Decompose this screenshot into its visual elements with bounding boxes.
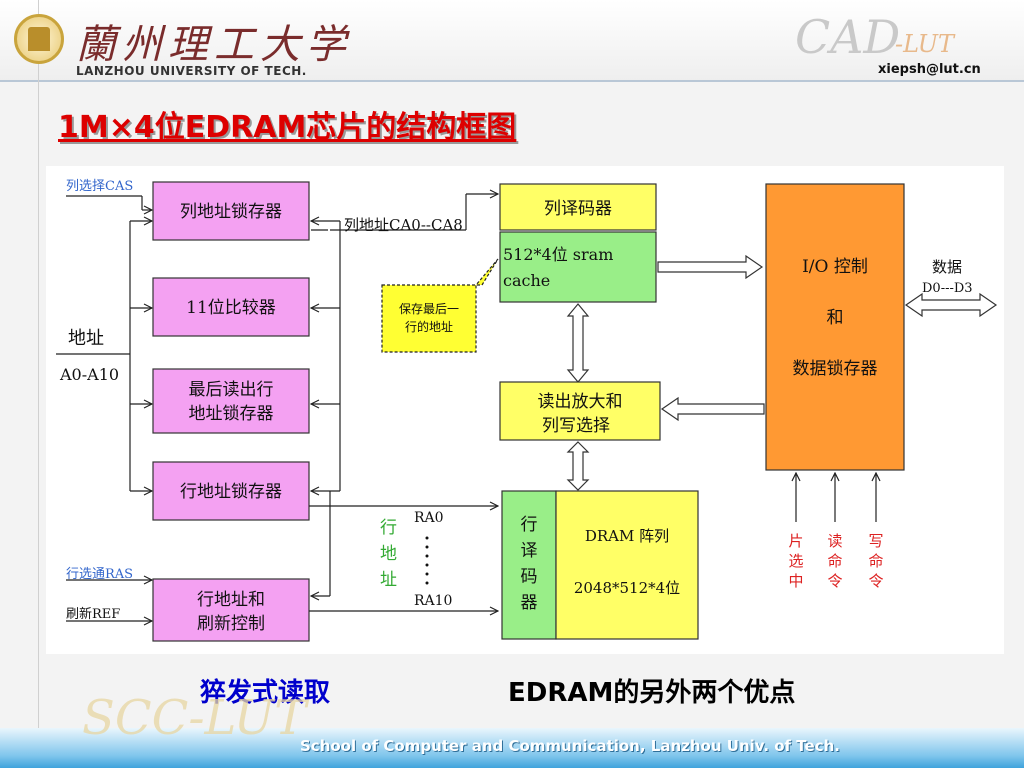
sram-cache-box: 512*4位 sram cache (499, 231, 657, 303)
dram-array-box: DRAM 阵列 2048*512*4位 (555, 490, 699, 640)
input-ras-label: 行选通RAS (66, 567, 133, 582)
write-cmd-char2: 命 (868, 552, 883, 570)
row-address-char1: 行 (380, 518, 397, 538)
io-control-label-line3: 数据锁存器 (793, 359, 878, 379)
latch-callout: 保存最后一 行的地址 (381, 258, 499, 353)
header-bar (0, 0, 1024, 82)
last-row-label-line1: 最后读出行 (189, 380, 274, 400)
chip-select-char2: 选 (788, 552, 803, 570)
input-address-label: 地址 (68, 328, 104, 349)
read-cmd-char1: 读 (827, 532, 842, 550)
input-address-range: A0-A10 (59, 365, 119, 384)
column-decoder-label: 列译码器 (544, 199, 612, 219)
sram-sense-double-arrow (566, 303, 590, 383)
write-cmd-char1: 写 (868, 532, 883, 550)
sense-amp-label-line1: 读出放大和 (538, 392, 623, 412)
row-address-latch-label: 行地址锁存器 (180, 482, 282, 502)
column-decoder-box: 列译码器 (499, 183, 657, 231)
read-cmd-char2: 命 (827, 552, 842, 570)
scc-lut-logo: SCC-LUT (82, 690, 307, 746)
internal-bus-lines (309, 194, 498, 611)
sram-to-io-arrow (657, 254, 764, 280)
row-address-dots (425, 536, 429, 585)
io-control-box: I/O 控制 和 数据锁存器 (765, 183, 905, 471)
callout-text-line1: 保存最后一 (399, 302, 459, 316)
comparator-label: 11位比较器 (186, 298, 276, 318)
comparator-box: 11位比较器 (152, 277, 310, 337)
footer-band (0, 728, 1024, 768)
diagram-canvas: 列选择CAS 地址 A0-A10 行选通RAS 刷新REF 列地址锁存器 11位… (46, 166, 1004, 654)
row-address-ra0: RA0 (414, 510, 444, 526)
io-to-sense-arrow (660, 396, 765, 422)
row-address-refresh-box: 行地址和 刷新控制 (152, 578, 310, 642)
read-cmd-char3: 令 (827, 572, 842, 590)
dram-array-label-line1: DRAM 阵列 (585, 527, 669, 545)
sense-dram-double-arrow (566, 441, 590, 491)
column-address-latch-box: 列地址锁存器 (152, 181, 310, 241)
row-address-ra10: RA10 (414, 593, 452, 609)
burst-read-link[interactable]: 猝发式读取 (200, 678, 331, 708)
input-ref-label: 刷新REF (66, 606, 120, 622)
chip-select-label: 片 选 中 (788, 532, 803, 590)
edram-block-diagram: 列选择CAS 地址 A0-A10 行选通RAS 刷新REF 列地址锁存器 11位… (56, 179, 998, 642)
sram-cache-label-line2: cache (503, 271, 550, 290)
column-address-latch-label: 列地址锁存器 (180, 202, 282, 222)
row-address-latch-box: 行地址锁存器 (152, 461, 310, 521)
row-decoder-char2: 译 (521, 541, 538, 561)
sram-cache-label-line1: 512*4位 sram (503, 245, 613, 264)
row-address-char2: 地 (380, 544, 397, 564)
sense-amp-box: 读出放大和 列写选择 (499, 381, 661, 441)
row-address-char3: 址 (380, 570, 397, 590)
io-control-label-line1: I/O 控制 (802, 257, 868, 277)
left-guide-line (38, 0, 39, 768)
write-cmd-char3: 令 (868, 572, 883, 590)
data-range-label: D0---D3 (922, 281, 973, 296)
edram-advantages-text: EDRAM的另外两个优点 (508, 678, 796, 708)
sense-amp-label-line2: 列写选择 (542, 416, 610, 436)
read-command-label: 读 命 令 (827, 532, 842, 590)
row-decoder-box: 行 译 码 器 (501, 490, 557, 640)
row-refresh-label-line1: 行地址和 (197, 590, 265, 610)
author-email: xiepsh@lut.cn (878, 62, 981, 77)
row-decoder-char3: 码 (521, 567, 538, 587)
io-control-label-line2: 和 (827, 308, 844, 328)
row-refresh-label-line2: 刷新控制 (197, 614, 265, 634)
chip-select-char3: 中 (788, 572, 803, 590)
footer-school-text: School of Computer and Communication, La… (300, 737, 840, 755)
chip-select-char1: 片 (788, 532, 803, 550)
column-address-bus-label: 列地址CA0--CA8 (344, 216, 463, 234)
callout-text-line2: 行的地址 (405, 319, 453, 334)
university-name-en: LANZHOU UNIVERSITY OF TECH. (76, 64, 307, 78)
slide-title: 1M×4位EDRAM芯片的结构框图 (58, 110, 517, 145)
cad-logo-sub: -LUT (895, 30, 954, 58)
last-row-address-latch-box: 最后读出行 地址锁存器 (152, 368, 310, 434)
control-input-arrows (796, 473, 876, 522)
write-command-label: 写 命 令 (868, 532, 883, 590)
row-decoder-char1: 行 (521, 515, 538, 535)
university-name-cn: 蘭州理工大学 (76, 22, 352, 68)
last-row-label-line2: 地址锁存器 (189, 404, 274, 424)
header-divider (0, 80, 1024, 82)
data-io-double-arrow (904, 292, 998, 318)
dram-array-label-line2: 2048*512*4位 (574, 579, 680, 597)
cad-logo: CAD (795, 10, 901, 64)
data-label: 数据 (932, 258, 962, 276)
row-decoder-char4: 器 (521, 593, 538, 613)
address-bus-lines (56, 195, 152, 621)
university-seal-icon (14, 14, 64, 64)
input-cas-label: 列选择CAS (66, 179, 133, 194)
